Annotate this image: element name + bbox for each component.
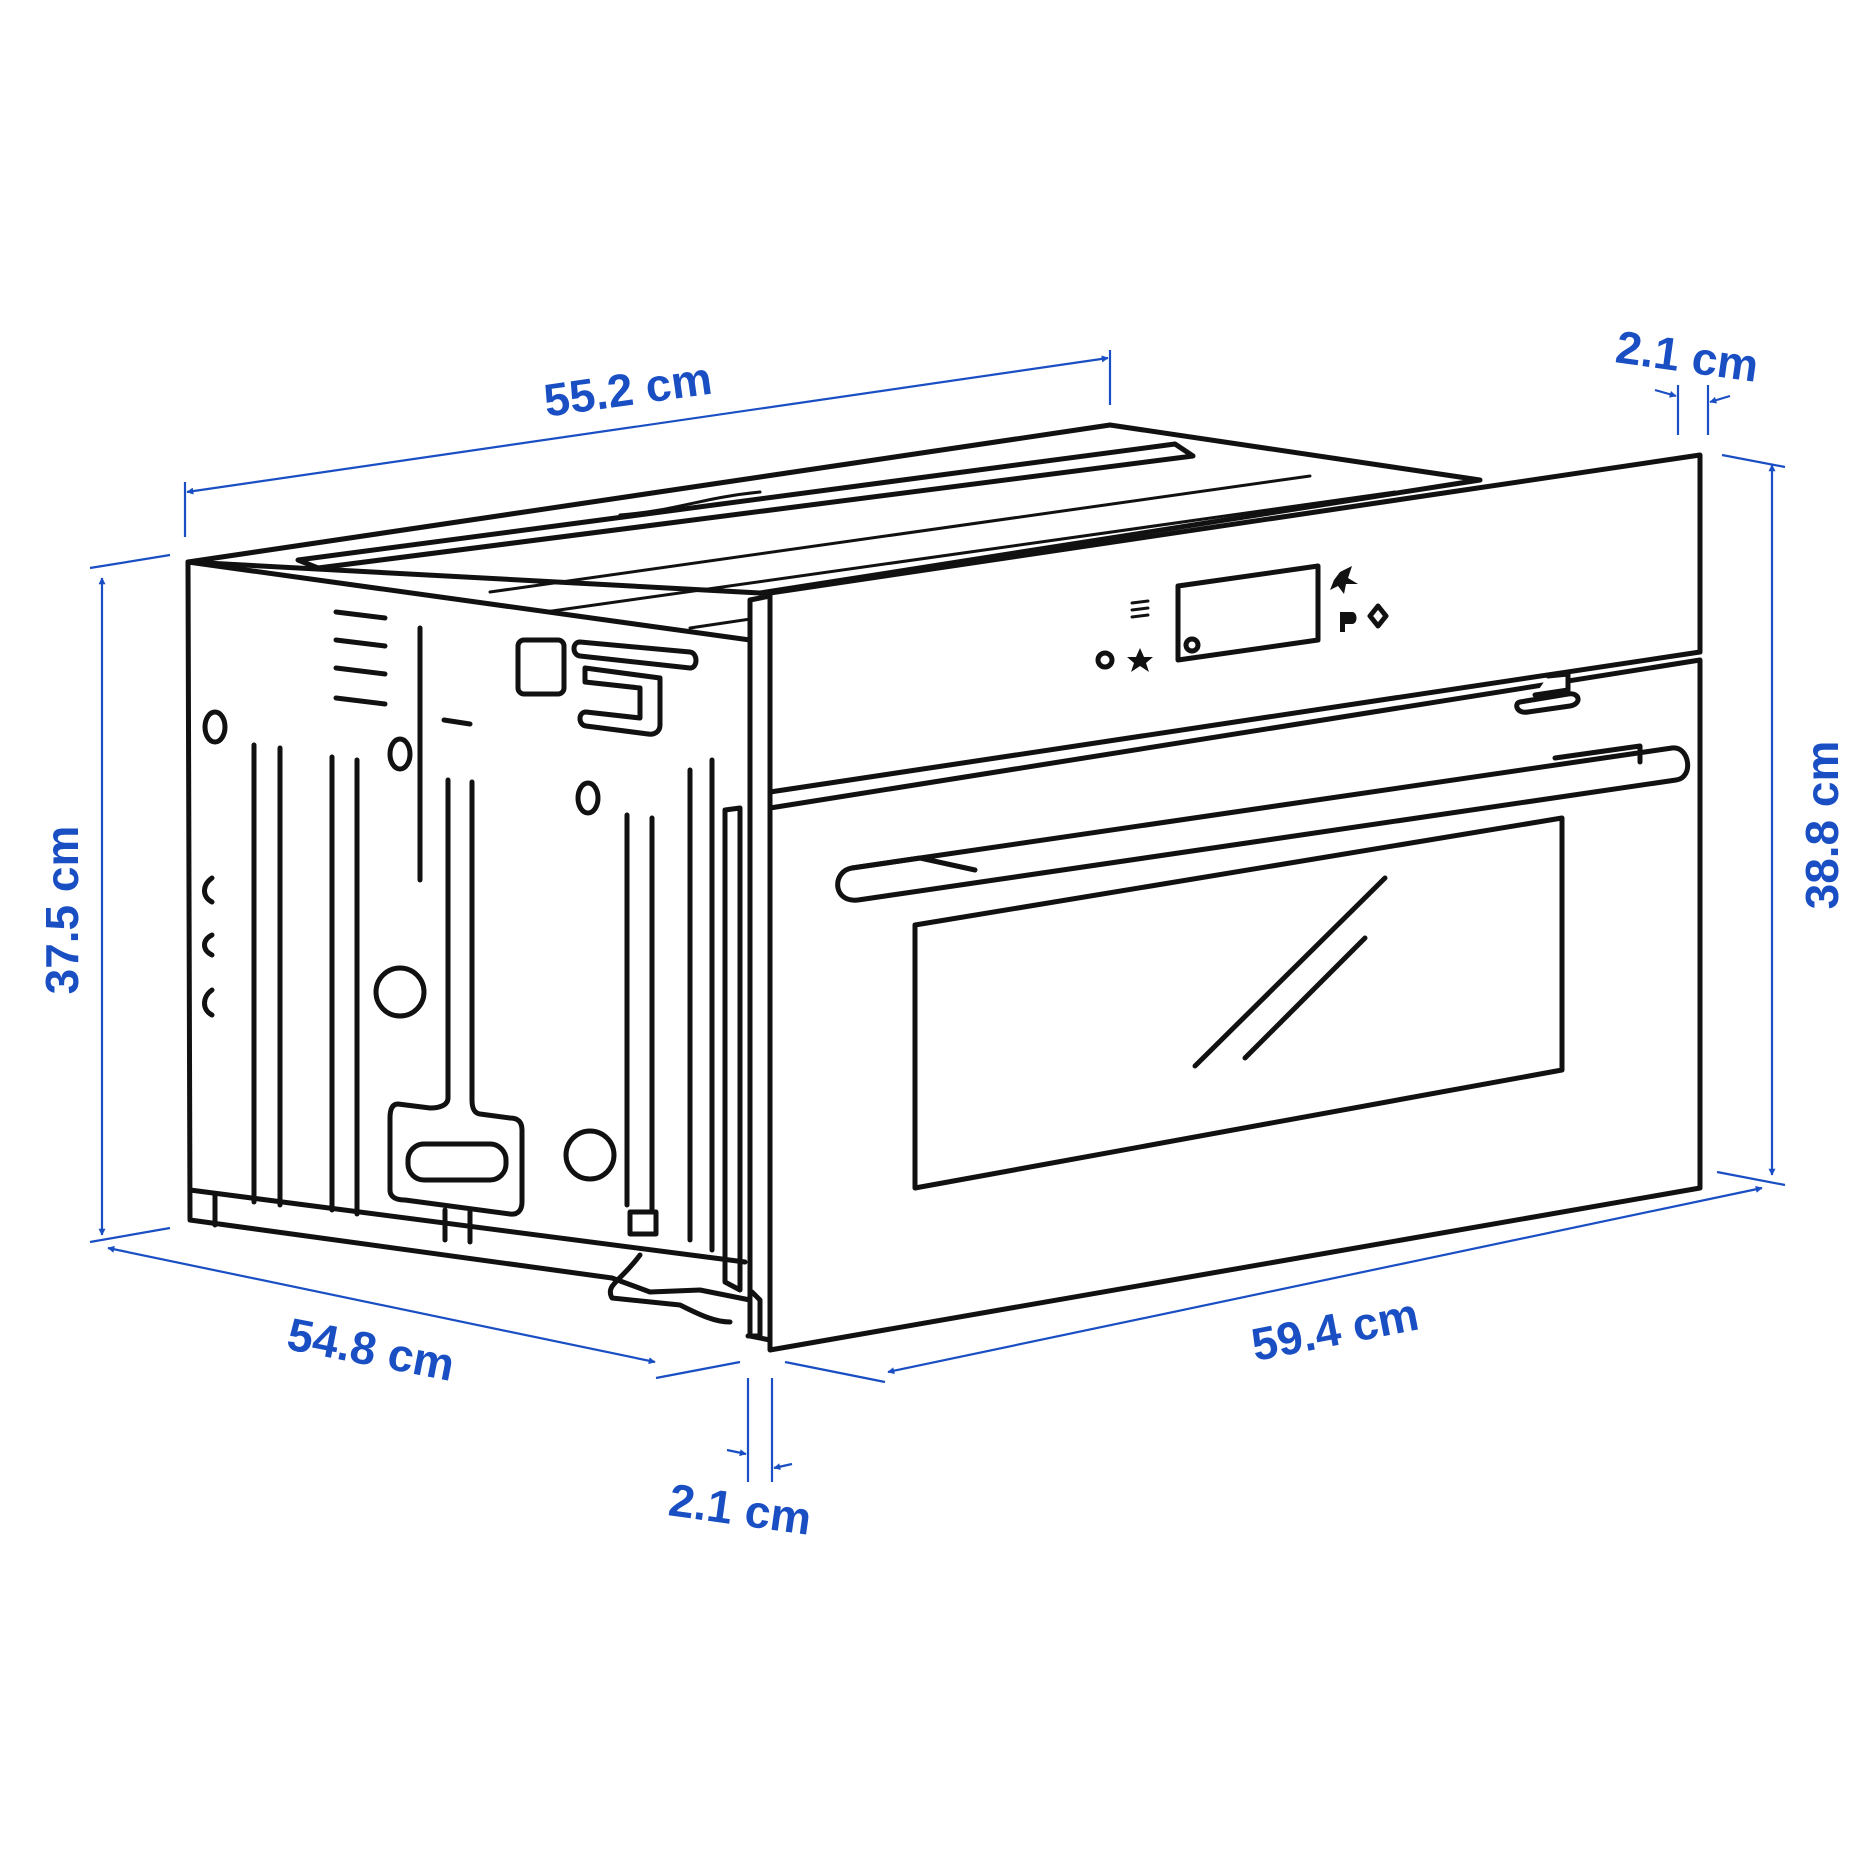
extension-line — [784, 1360, 886, 1384]
side-ribs — [251, 742, 715, 1253]
top-groove — [543, 490, 1397, 614]
control-panel — [767, 452, 1703, 795]
program-button-icon[interactable] — [1340, 612, 1357, 632]
extension-line — [1716, 1170, 1786, 1187]
front-frame — [722, 452, 1703, 1353]
door-handle[interactable] — [835, 745, 1691, 903]
door-latch — [1514, 671, 1581, 715]
label-bottom-thickness: 2.1 cm — [666, 1473, 815, 1544]
upper-rail — [577, 665, 663, 737]
bracket-stem — [442, 1207, 473, 1245]
handle-mount-left — [849, 855, 978, 873]
extension-line — [89, 553, 171, 570]
power-button-icon[interactable] — [1095, 650, 1115, 670]
control-display — [1175, 563, 1321, 663]
label-top-depth: 55.2 cm — [541, 352, 715, 427]
dimension-line-top-depth — [186, 355, 1109, 495]
side-hole-large — [373, 965, 427, 1019]
side-hole — [387, 736, 413, 772]
top-groove — [488, 474, 1312, 594]
menu-button-icon[interactable] — [1130, 599, 1150, 619]
side-slots — [333, 609, 473, 883]
star-button-icon[interactable] — [1127, 648, 1153, 672]
handle-mount-right — [1552, 743, 1643, 765]
dimension-arrow-bottom-thickness — [773, 1462, 793, 1471]
side-hole — [575, 780, 601, 816]
front-trim-lower — [722, 805, 743, 1293]
label-left-height: 37.5 cm — [36, 826, 88, 995]
side-hole — [202, 709, 228, 745]
rear-tab — [627, 1209, 659, 1237]
side-clip — [202, 932, 215, 958]
door-hinge — [745, 1289, 763, 1339]
mounting-bracket — [387, 1077, 525, 1217]
dimension-arrow-top-thickness — [1654, 388, 1677, 398]
side-hole-large — [563, 1128, 617, 1182]
dimension-line-bottom-depth — [107, 1245, 656, 1365]
extension-line — [655, 1360, 741, 1380]
dimension-arrow-bottom-thickness — [726, 1448, 747, 1457]
label-top-thickness: 2.1 cm — [1613, 320, 1762, 391]
display-dot — [1183, 636, 1201, 654]
label-bottom-depth: 54.8 cm — [283, 1308, 459, 1391]
fan-button-icon[interactable] — [1330, 566, 1358, 594]
label-front-width: 59.4 cm — [1247, 1288, 1423, 1371]
door-window — [912, 815, 1565, 1191]
label-right-height: 38.8 cm — [1796, 741, 1848, 910]
side-clip — [202, 987, 215, 1018]
upper-rail — [571, 639, 699, 671]
diamond-button-icon[interactable] — [1367, 603, 1389, 629]
bracket-slot — [405, 1141, 509, 1183]
front-trim — [747, 593, 773, 1343]
oven-side-housing — [185, 559, 753, 1303]
dimension-arrow-top-thickness — [1709, 394, 1731, 404]
side-clip — [202, 875, 215, 905]
window-reflection — [1192, 875, 1388, 1069]
dimension-line-front-width — [887, 1185, 1763, 1375]
extension-line — [89, 1226, 171, 1244]
upper-bracket — [515, 637, 567, 697]
extension-line — [1721, 453, 1786, 469]
